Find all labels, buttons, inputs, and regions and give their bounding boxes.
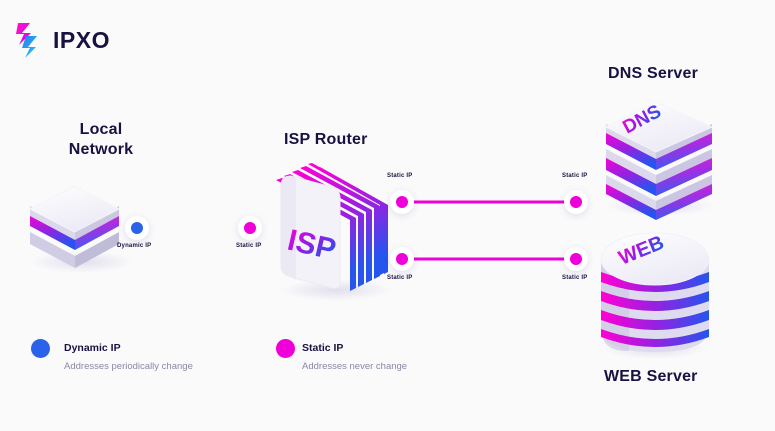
dot-static-ip-dns[interactable]	[570, 196, 582, 208]
pin-label-static-ip-isp-web: Static IP	[387, 275, 413, 281]
pin-label-static-ip-web: Static IP	[562, 275, 588, 281]
web-stripes	[601, 272, 709, 347]
node-web-server: WEB	[600, 232, 710, 359]
label-local-network-line2: Network	[68, 140, 134, 158]
pin-label-static-ip-isp-dns: Static IP	[387, 173, 413, 179]
label-local-network: Local Network	[36, 120, 166, 159]
label-isp-router: ISP Router	[284, 131, 368, 148]
isp-stripes-secondary	[308, 163, 388, 275]
label-web-server: WEB Server	[604, 368, 698, 385]
dot-static-ip-web[interactable]	[570, 253, 582, 265]
dot-static-ip-isp-web[interactable]	[396, 253, 408, 265]
node-dns-server: DNS	[604, 101, 714, 220]
label-local-network-line1: Local	[79, 121, 123, 138]
label-dns-server: DNS Server	[608, 65, 699, 82]
legend-subtitle-dynamic-ip: Addresses periodically change	[64, 361, 193, 372]
dot-static-ip-isp-left[interactable]	[244, 222, 256, 234]
ipxo-chevron-logo-icon	[14, 20, 44, 60]
pin-label-static-ip-isp-left: Static IP	[236, 243, 262, 249]
brand-name: IPXO	[53, 26, 110, 53]
node-local-network	[28, 185, 134, 273]
pin-label-dynamic-ip-local: Dynamic IP	[117, 243, 152, 249]
dot-static-ip-isp-dns[interactable]	[396, 196, 408, 208]
legend-title-dynamic-ip: Dynamic IP	[64, 342, 121, 354]
legend-subtitle-static-ip: Addresses never change	[302, 361, 408, 372]
legend-title-static-ip: Static IP	[302, 342, 344, 354]
legend-swatch-static-ip	[276, 339, 295, 358]
brand-logo: IPXO	[14, 20, 110, 60]
dot-dynamic-ip-local[interactable]	[131, 222, 143, 234]
node-isp-router: ISP	[276, 163, 392, 301]
legend-swatch-dynamic-ip	[31, 339, 50, 358]
pin-label-static-ip-dns: Static IP	[562, 173, 588, 179]
